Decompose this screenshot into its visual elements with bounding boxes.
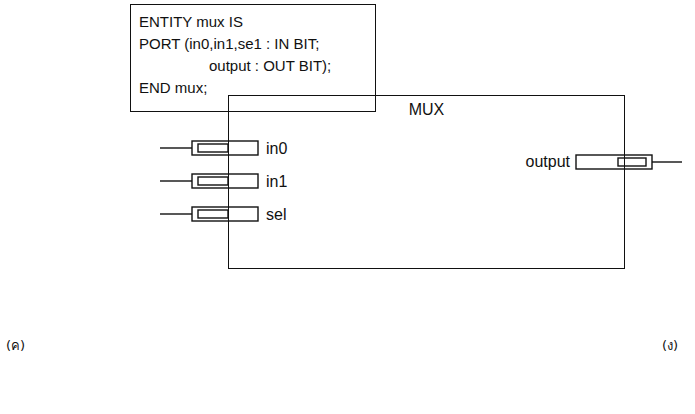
code-line: output : OUT BIT); (209, 57, 367, 75)
input-wire (160, 180, 192, 181)
port-symbol (192, 141, 258, 155)
port-symbol (576, 155, 652, 169)
figure-label: (ง) (662, 338, 678, 354)
port-name: sel (266, 205, 286, 224)
port-symbol (198, 144, 228, 152)
port-symbol (192, 207, 258, 221)
code-line: PORT (in0,in1,se1 : IN BIT; (139, 35, 367, 53)
input-wire (160, 213, 192, 214)
code-line: ENTITY mux IS (139, 13, 367, 31)
port-symbol (192, 174, 258, 188)
output-wire (652, 161, 682, 162)
port-symbol (618, 158, 646, 166)
port-name: in0 (266, 139, 287, 158)
figure-label: (ค) (6, 338, 25, 354)
port-symbol (198, 210, 228, 218)
mux-block: MUX (228, 95, 625, 269)
input-wire (160, 147, 192, 148)
port-name: in1 (266, 172, 287, 191)
port-symbol (198, 177, 228, 185)
block-title: MUX (233, 100, 620, 119)
port-name: output (526, 152, 570, 171)
